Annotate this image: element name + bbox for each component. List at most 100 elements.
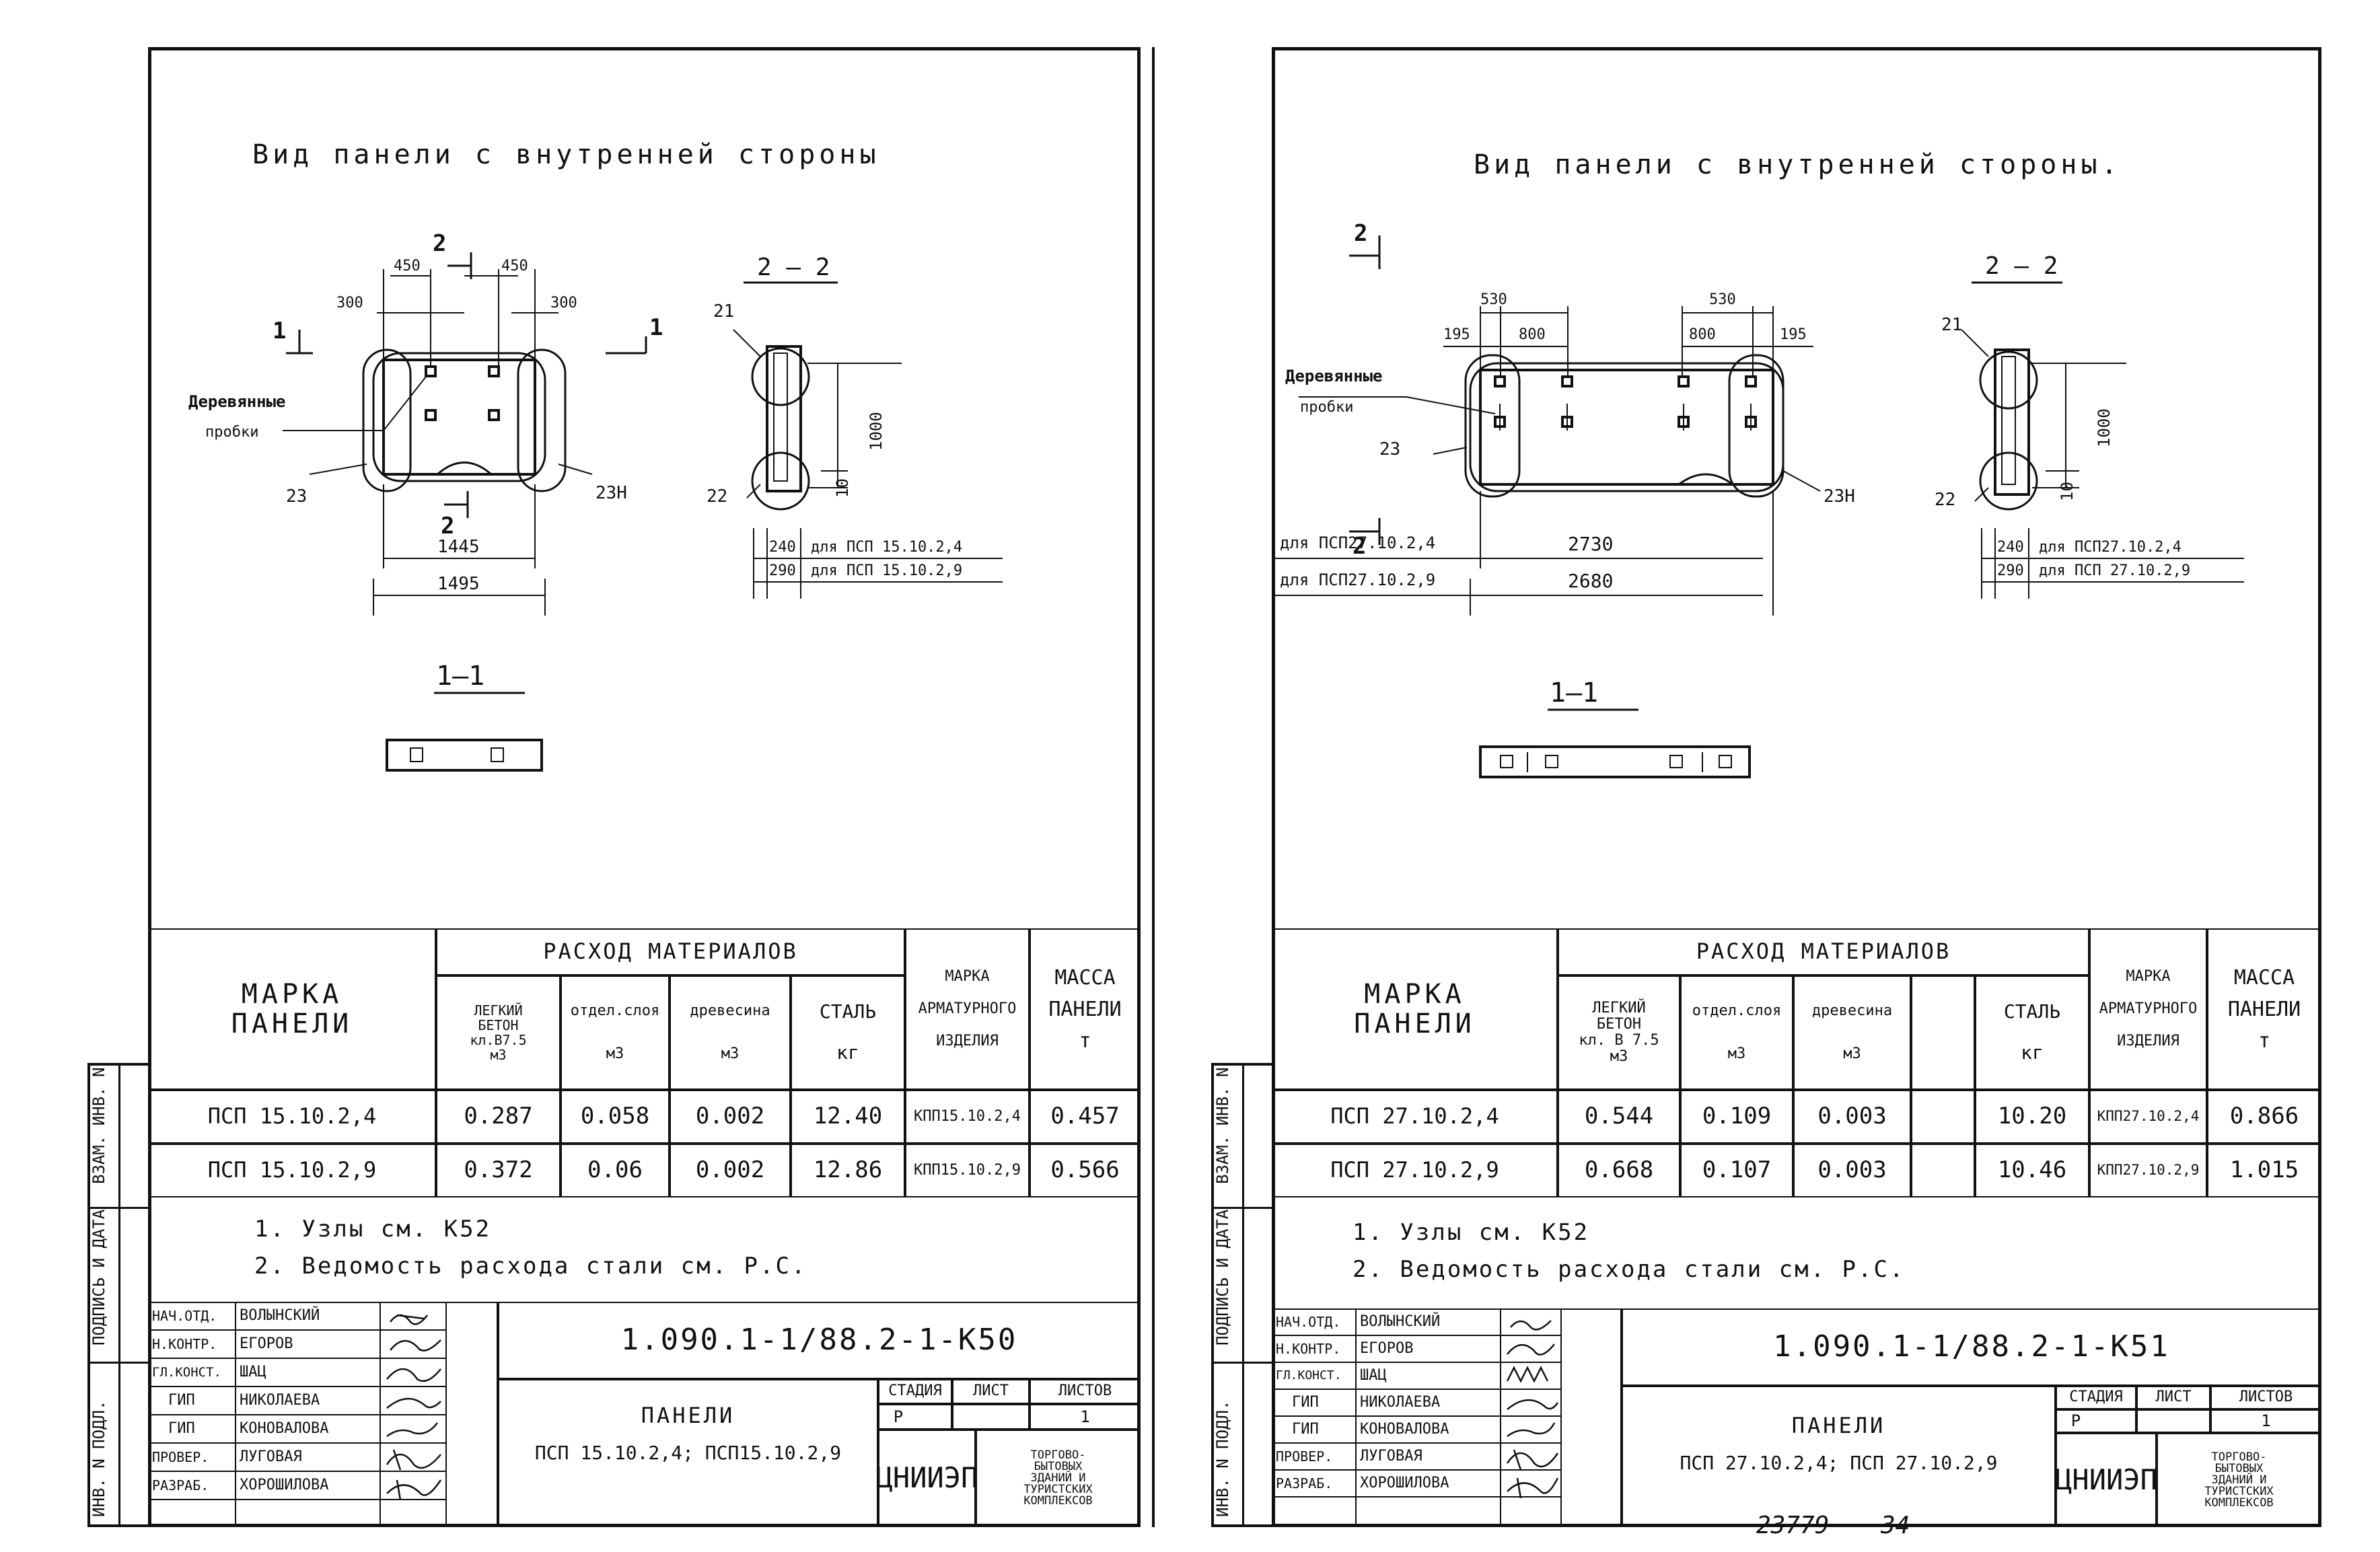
stamp-name: КОНОВАЛОВА [240, 1420, 329, 1437]
side-strip [1211, 1063, 1274, 1527]
table-row-finish: 0.06 [587, 1156, 643, 1184]
stamp-name: ХОРОШИЛОВА [1360, 1475, 1449, 1491]
document-code: 1.090.1-1/88.2-1-К51 [1773, 1329, 2170, 1364]
stamp-name: ВОЛЫНСКИЙ [1360, 1313, 1441, 1330]
plug [1494, 375, 1506, 387]
signatures [386, 1314, 442, 1501]
table-row-wood: 0.003 [1817, 1103, 1887, 1130]
dim-2730: 2730 [1568, 533, 1614, 555]
stamp-name: ШАЦ [1360, 1367, 1387, 1384]
section-1-1-label: 1—1 [1550, 677, 1599, 708]
table-row-finish: 0.058 [580, 1103, 650, 1130]
table-row-concrete: 0.544 [1584, 1103, 1654, 1130]
section-mark-1-right: 1 [649, 314, 663, 341]
sheet-k51: Вид панели с внутренней стороны. 2 2 530… [1184, 0, 2380, 1552]
stamp-role: ПРОВЕР. [1276, 1448, 1333, 1465]
section-2-2-label: 2 — 2 [1985, 252, 2058, 280]
dim-800-right: 800 [1689, 326, 1716, 343]
dim-450-left: 450 [394, 258, 421, 274]
table-row-steel: 12.86 [813, 1156, 883, 1184]
thick-290: 290 [769, 562, 796, 579]
table-row-concrete: 0.372 [464, 1156, 533, 1184]
section-1-1-label: 1—1 [436, 661, 485, 692]
dim-300-left: 300 [336, 295, 363, 311]
node-21-circle [751, 347, 810, 406]
plug [1745, 375, 1757, 387]
section-2-2-label: 2 — 2 [757, 254, 830, 281]
dim-10: 10 [833, 478, 852, 498]
table-row-steel: 10.20 [1997, 1103, 2067, 1130]
sheets-value: 1 [1080, 1407, 1090, 1426]
binding-margin-line [1152, 47, 1155, 1527]
stamp-name: ЛУГОВАЯ [1360, 1448, 1422, 1465]
dim-1000: 1000 [2095, 408, 2114, 447]
stamp-role: Н.КОНТР. [1276, 1341, 1341, 1357]
table-row-steel: 12.40 [813, 1103, 883, 1130]
ref-23: 23 [1379, 439, 1401, 459]
dim-530-right: 530 [1709, 291, 1736, 308]
dim-195-right: 195 [1780, 326, 1807, 343]
table-row-concrete: 0.668 [1584, 1156, 1654, 1184]
sheet-frame [1272, 47, 2321, 1527]
section-mark-1-left: 1 [273, 318, 287, 344]
stamp-role: НАЧ.ОТД. [1276, 1314, 1341, 1330]
table-row-concrete: 0.287 [464, 1103, 533, 1130]
table-row-rebar: КПП27.10.2,9 [2097, 1162, 2200, 1179]
dim-2680-label: для ПСП27.10.2,9 [1280, 570, 1436, 589]
stamp-subtitle: ПСП 27.10.2,4; ПСП 27.10.2,9 [1680, 1451, 1998, 1474]
sheet-frame [148, 47, 1141, 1527]
ref-23h: 23Н [1824, 486, 1855, 507]
plugs-label-line2: пробки [205, 424, 259, 441]
thick-240: 240 [1997, 539, 2024, 556]
node-23-outline [362, 348, 412, 492]
org-name: ЦНИИЭП [875, 1461, 978, 1495]
panel-outline [382, 359, 536, 476]
title-block: НАЧ.ОТД. ВОЛЫНСКИЙ Н.КОНТР. ЕГОРОВ ГЛ.КО… [1272, 1308, 2321, 1527]
thick-240: 240 [769, 539, 796, 556]
section-mark-2-bottom: 2 [441, 513, 455, 540]
plug [425, 409, 437, 421]
table-row-rebar: КПП15.10.2,4 [914, 1107, 1021, 1125]
stamp-role: Н.КОНТР. [152, 1336, 217, 1352]
document-code: 1.090.1-1/88.2-1-К50 [620, 1323, 1018, 1358]
stamp-title: ПАНЕЛИ [641, 1403, 735, 1429]
table-row-finish: 0.109 [1702, 1103, 1772, 1130]
dim-450-right: 450 [501, 258, 528, 274]
side-label-inv-repl: ВЗАМ. ИНВ. N [1213, 1067, 1232, 1184]
thick-290-label: для ПСП 15.10.2,9 [811, 562, 963, 579]
stamp-title: ПАНЕЛИ [1791, 1413, 1886, 1439]
plug [425, 365, 437, 377]
view-title: Вид панели с внутренней стороны [252, 139, 880, 170]
section-mark-2-top: 2 [433, 230, 447, 257]
plug [488, 365, 500, 377]
stamp-role: ГИП [1292, 1421, 1319, 1438]
stamp-role: РАЗРАБ. [152, 1477, 209, 1493]
table-row-steel: 10.46 [1997, 1156, 2067, 1184]
stamp-role: ГИП [168, 1392, 195, 1409]
archive-number: 23779 [1756, 1512, 1830, 1539]
stamp-name: ВОЛЫНСКИЙ [240, 1307, 320, 1324]
stamp-name: ШАЦ [240, 1364, 266, 1380]
stamp-name: ЛУГОВАЯ [240, 1448, 302, 1465]
stamp-name: ЕГОРОВ [1360, 1340, 1414, 1357]
dim-2680: 2680 [1568, 570, 1614, 592]
sheet-k50: Вид панели с внутренней стороны 2 2 1 1 … [0, 0, 1184, 1552]
plugs-label-line2: пробки [1300, 399, 1354, 416]
stamp-name: ХОРОШИЛОВА [240, 1477, 329, 1493]
sheets-header: ЛИСТОВ [2239, 1389, 2293, 1406]
page-number: 34 [1881, 1512, 1910, 1539]
title-block: НАЧ.ОТД. ВОЛЫНСКИЙ Н.КОНТР. ЕГОРОВ ГЛ.КО… [148, 1302, 1141, 1527]
table-row-rebar: КПП15.10.2,9 [914, 1161, 1021, 1179]
